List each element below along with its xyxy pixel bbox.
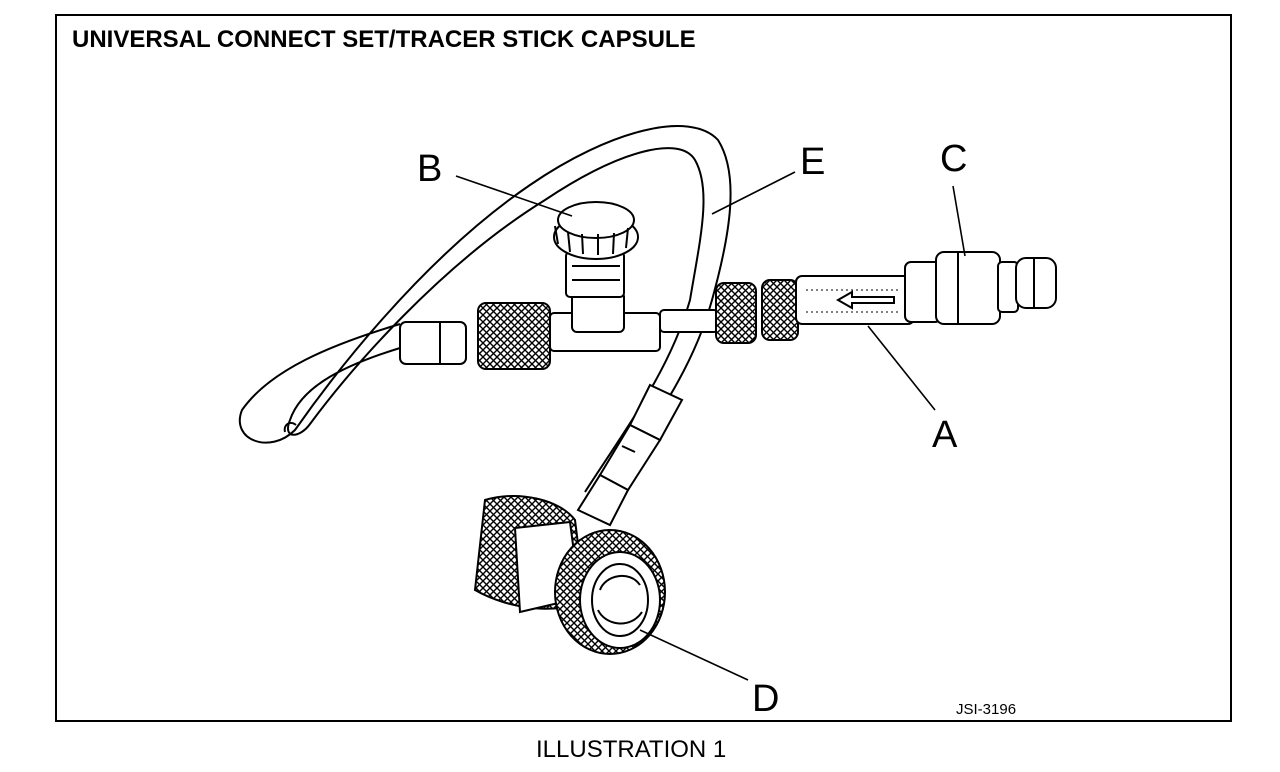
leader-e — [711, 171, 796, 215]
callout-d: D — [752, 678, 780, 720]
coupler-c — [904, 251, 1057, 325]
center-tube — [659, 309, 719, 333]
right-knurled-nuts — [715, 279, 799, 344]
callout-a: A — [932, 414, 958, 456]
hose-to-d — [576, 383, 684, 527]
callout-b: B — [417, 148, 443, 190]
leader-b — [455, 175, 573, 217]
left-ferrule — [399, 321, 467, 365]
tracer-capsule-a — [795, 275, 915, 325]
leader-d — [639, 629, 749, 681]
figure-title: UNIVERSAL CONNECT SET/TRACER STICK CAPSU… — [72, 26, 696, 53]
leader-lines — [455, 171, 966, 681]
tee-valve-b — [549, 201, 661, 352]
illustration-frame — [55, 14, 1232, 722]
leader-a — [867, 325, 936, 411]
hose-e — [238, 125, 732, 501]
figure-caption: ILLUSTRATION 1 — [536, 736, 727, 763]
callout-e: E — [800, 141, 826, 183]
left-knurled-nut — [477, 302, 551, 370]
callout-c: C — [940, 138, 968, 180]
coupler-d — [473, 495, 666, 655]
figure-code: JSI-3196 — [956, 701, 1017, 718]
leader-c — [952, 185, 966, 257]
